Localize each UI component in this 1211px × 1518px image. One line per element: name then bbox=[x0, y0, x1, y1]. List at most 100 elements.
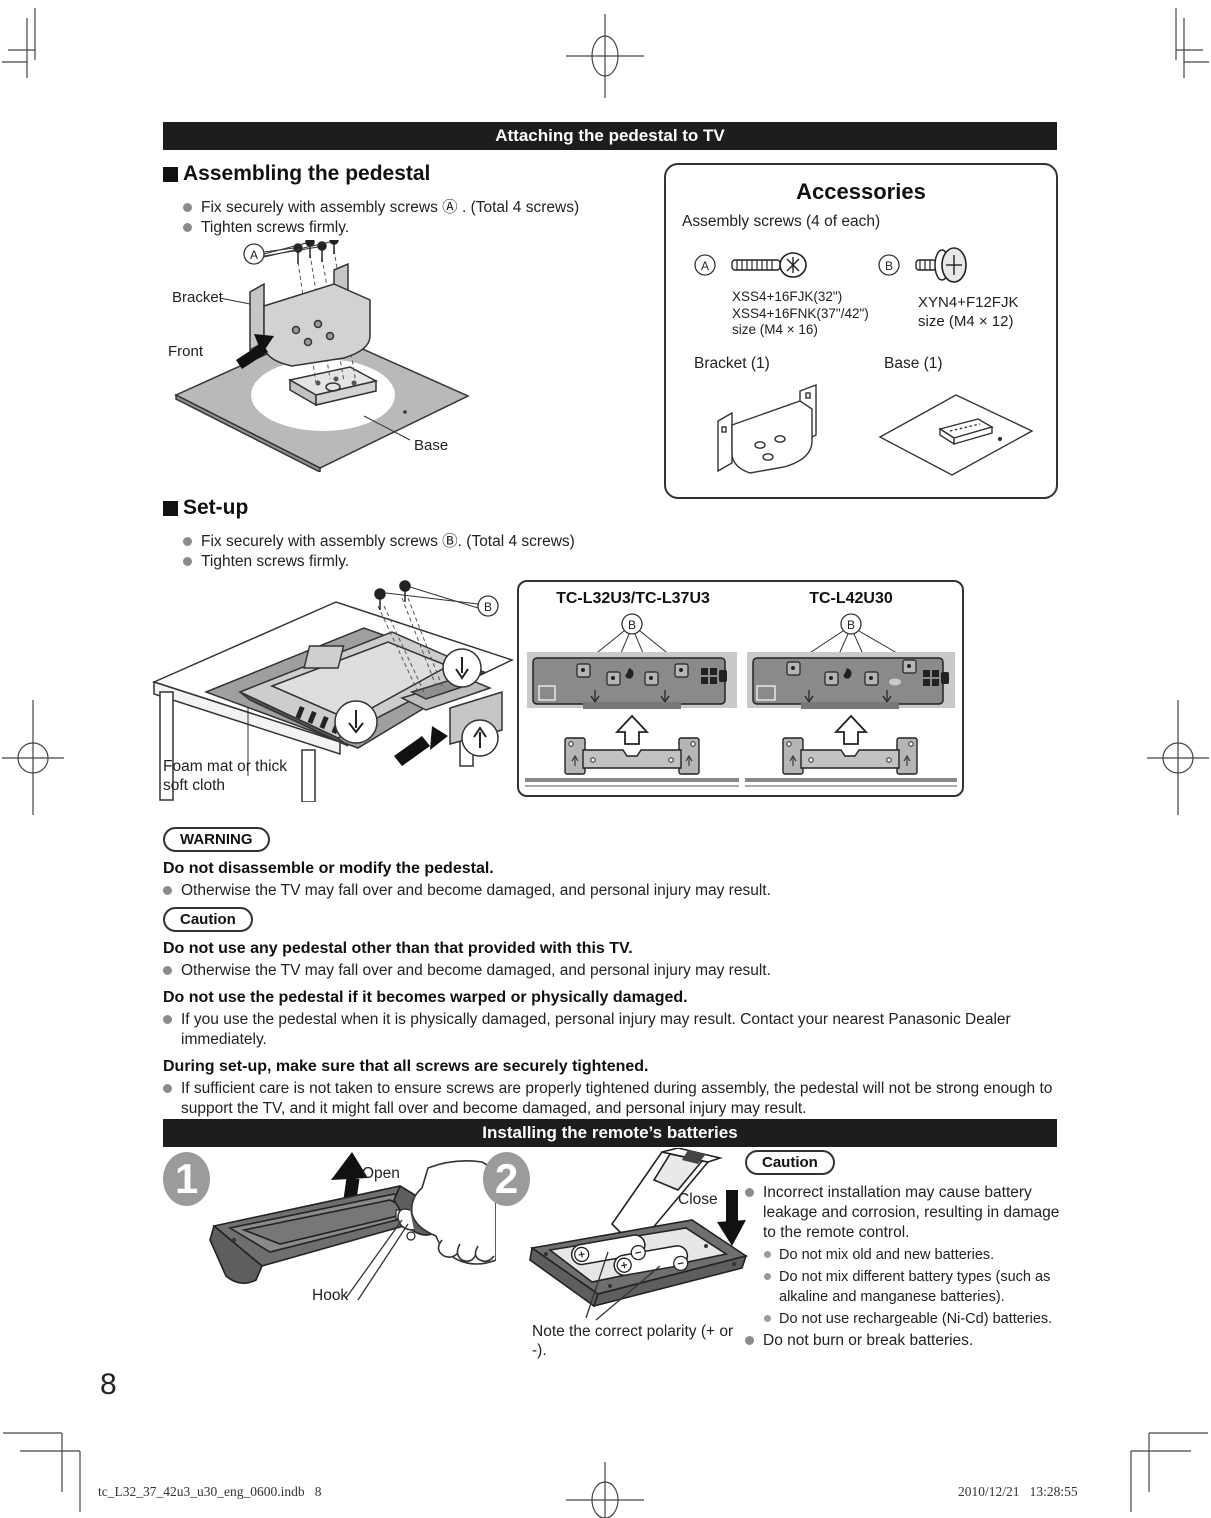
warning-bold: Do not disassemble or modify the pedesta… bbox=[163, 860, 494, 877]
sub-bullet-text: Do not mix different battery types (such… bbox=[779, 1269, 1051, 1305]
caution-bullet: If you use the pedestal when it is physi… bbox=[163, 1010, 1057, 1050]
screw-a-specs: XSS4+16FJK(32") XSS4+16FNK(37"/42") size… bbox=[732, 289, 869, 337]
bullet-dot bbox=[745, 1336, 754, 1345]
bullet-dot bbox=[163, 886, 172, 895]
open-label: Open bbox=[362, 1165, 400, 1182]
sub-bullet-dot bbox=[764, 1251, 771, 1258]
polarity-label: Note the correct polarity (+ or -). bbox=[532, 1323, 734, 1359]
battery-caution-bullet: Do not burn or break batteries. bbox=[745, 1331, 1073, 1351]
model-right-diagram: B bbox=[745, 613, 957, 787]
caution-bold: Do not use any pedestal other than that … bbox=[163, 940, 633, 957]
page-number: 8 bbox=[100, 1368, 117, 1401]
section-square-marker bbox=[163, 500, 178, 516]
accessories-bracket-icon bbox=[717, 383, 817, 474]
model-left-title: TC-L32U3/TC-L37U3 bbox=[556, 590, 710, 607]
close-label: Close bbox=[678, 1191, 718, 1208]
setup-heading: Set-up bbox=[163, 496, 248, 520]
bullet-text: If you use the pedestal when it is physi… bbox=[181, 1011, 1011, 1048]
sub-bullet: Do not mix different battery types (such… bbox=[762, 1267, 1073, 1307]
accessories-base-label: Base (1) bbox=[884, 355, 943, 372]
accessories-subtitle: Assembly screws (4 of each) bbox=[682, 213, 881, 230]
step-2-number: 2 bbox=[483, 1152, 530, 1206]
setup-bullets: Fix securely with assembly screws Ⓑ. (To… bbox=[183, 532, 663, 572]
screw-b-specs: XYN4+F12FJK size (M4 × 12) bbox=[918, 294, 1019, 330]
foam-mat-label: Foam mat or thick soft cloth bbox=[163, 758, 288, 794]
hook-label: Hook bbox=[312, 1287, 349, 1304]
bullet-text: Tighten screws firmly. bbox=[201, 219, 350, 236]
model-left-diagram: B bbox=[525, 613, 739, 787]
battery-caution-bullet: Incorrect installation may cause battery… bbox=[745, 1183, 1073, 1243]
caution-bullet: Otherwise the TV may fall over and becom… bbox=[163, 961, 1057, 981]
setup-diagram: B bbox=[151, 580, 515, 802]
step-1-remote-illustration bbox=[209, 1152, 496, 1301]
screw-b-icon: B bbox=[878, 247, 967, 283]
screw-a-icon: A bbox=[694, 252, 807, 278]
sub-bullet-dot bbox=[764, 1315, 771, 1322]
battery-caution-sublist: Do not mix old and new batteries. Do not… bbox=[762, 1245, 1073, 1329]
bullet-dot bbox=[183, 223, 192, 232]
label-b: B bbox=[484, 600, 492, 614]
sub-bullet-text: Do not mix old and new batteries. bbox=[779, 1247, 995, 1263]
footer-timestamp: 2010/12/21 13:28:55 bbox=[958, 1484, 1078, 1499]
caution-badge: Caution bbox=[163, 907, 253, 932]
bullet-item: Fix securely with assembly screws Ⓐ . (T… bbox=[183, 198, 643, 218]
caution-block: Caution Do not use any pedestal other th… bbox=[163, 907, 1057, 1119]
setup-heading-label: Set-up bbox=[183, 496, 249, 519]
bullet-dot bbox=[745, 1188, 754, 1197]
caution-bold: Do not use the pedestal if it becomes wa… bbox=[163, 989, 688, 1006]
bullet-dot bbox=[183, 203, 192, 212]
bullet-text: If sufficient care is not taken to ensur… bbox=[181, 1080, 1053, 1117]
caution-bold: During set-up, make sure that all screws… bbox=[163, 1058, 649, 1075]
step-1-number: 1 bbox=[163, 1152, 210, 1206]
assembling-heading-label: Assembling the pedestal bbox=[183, 162, 431, 185]
bullet-text: Incorrect installation may cause battery… bbox=[763, 1184, 1060, 1241]
assembling-heading: Assembling the pedestal bbox=[163, 162, 430, 186]
bullet-item: Fix securely with assembly screws Ⓑ. (To… bbox=[183, 532, 663, 552]
footer-filename: tc_L32_37_42u3_u30_eng_0600.indb 8 bbox=[98, 1484, 322, 1499]
warning-badge: WARNING bbox=[163, 827, 270, 852]
bullet-dot bbox=[183, 557, 192, 566]
accessories-bracket-label: Bracket (1) bbox=[694, 355, 770, 372]
section-header-batteries: Installing the remote’s batteries bbox=[163, 1119, 1057, 1147]
bullet-dot bbox=[163, 1084, 172, 1093]
sub-bullet-dot bbox=[764, 1273, 771, 1280]
model-right-title: TC-L42U30 bbox=[809, 590, 893, 607]
accessories-box: Accessories Assembly screws (4 of each) … bbox=[664, 163, 1058, 499]
label-a: A bbox=[250, 248, 258, 262]
bullet-dot bbox=[163, 966, 172, 975]
sub-bullet: Do not use rechargeable (Ni-Cd) batterie… bbox=[762, 1309, 1073, 1329]
bullet-item: Tighten screws firmly. bbox=[183, 218, 643, 238]
caution-bullet: If sufficient care is not taken to ensur… bbox=[163, 1079, 1057, 1119]
base-label: Base bbox=[414, 437, 448, 454]
bullet-dot bbox=[183, 537, 192, 546]
bullet-item: Tighten screws firmly. bbox=[183, 552, 663, 572]
bullet-text: Fix securely with assembly screws Ⓑ. (To… bbox=[201, 533, 575, 550]
accessories-base-icon bbox=[878, 394, 1034, 476]
warning-block: WARNING Do not disassemble or modify the… bbox=[163, 827, 1057, 901]
battery-caution-badge: Caution bbox=[745, 1150, 835, 1175]
battery-caution-block: Caution Incorrect installation may cause… bbox=[745, 1150, 1073, 1351]
svg-text:B: B bbox=[885, 259, 893, 273]
step-2-remote-illustration bbox=[529, 1148, 748, 1321]
bullet-dot bbox=[163, 1015, 172, 1024]
svg-text:B: B bbox=[628, 618, 636, 632]
svg-text:A: A bbox=[701, 259, 709, 273]
sub-bullet: Do not mix old and new batteries. bbox=[762, 1245, 1073, 1265]
bullet-text: Do not burn or break batteries. bbox=[763, 1332, 974, 1349]
section-header-pedestal: Attaching the pedestal to TV bbox=[163, 122, 1057, 150]
bracket-label: Bracket bbox=[172, 289, 224, 306]
sub-bullet-text: Do not use rechargeable (Ni-Cd) batterie… bbox=[779, 1311, 1053, 1327]
bullet-text: Fix securely with assembly screws Ⓐ . (T… bbox=[201, 199, 580, 216]
assembling-bullets: Fix securely with assembly screws Ⓐ . (T… bbox=[183, 198, 643, 238]
bullet-text: Otherwise the TV may fall over and becom… bbox=[181, 882, 771, 899]
pedestal-assembly-diagram: A Bracket Front Base bbox=[168, 240, 470, 472]
accessories-title: Accessories bbox=[796, 179, 926, 204]
section-square-marker bbox=[163, 166, 178, 182]
warning-bullet: Otherwise the TV may fall over and becom… bbox=[163, 881, 1057, 901]
bullet-text: Tighten screws firmly. bbox=[201, 553, 350, 570]
model-diagram-box: TC-L32U3/TC-L37U3 TC-L42U30 B bbox=[517, 580, 964, 797]
bullet-text: Otherwise the TV may fall over and becom… bbox=[181, 962, 771, 979]
svg-text:B: B bbox=[847, 618, 855, 632]
